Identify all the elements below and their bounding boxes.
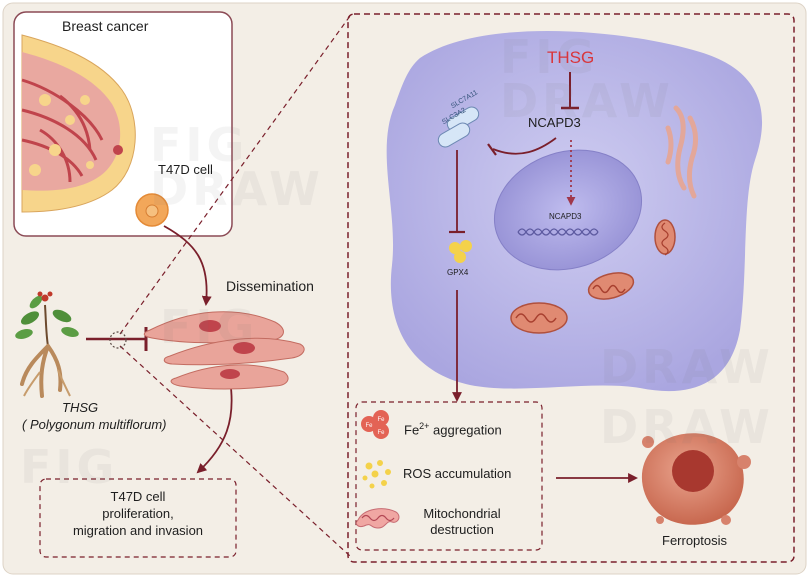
mito-line: Mitochondrial bbox=[423, 506, 501, 521]
fe-icon: Fe Fe Fe bbox=[361, 410, 389, 439]
ncapd3-inhibits-transporter bbox=[492, 137, 557, 155]
gpx4-icon bbox=[449, 240, 472, 263]
aggregation-text: aggregation bbox=[429, 422, 502, 438]
fe-text: Fe bbox=[404, 422, 420, 438]
golgi-apparatus bbox=[665, 105, 698, 199]
watermark: DRAW bbox=[600, 400, 774, 454]
mitochondria bbox=[510, 219, 676, 334]
fe-icon-text: Fe bbox=[377, 417, 385, 423]
outcome-line: migration and invasion bbox=[72, 523, 204, 538]
ferroptosis-label: Ferroptosis bbox=[662, 533, 728, 548]
outcome-box bbox=[39, 478, 237, 558]
transporter-slc7a11-slc3a2 bbox=[437, 106, 480, 148]
spindle-cancer-cells bbox=[143, 311, 305, 390]
ncapd3-gene-label: NCAPD3 bbox=[549, 212, 582, 221]
ncapd3-label: NCAPD3 bbox=[528, 115, 581, 130]
mito-line: destruction bbox=[430, 522, 494, 537]
fe-aggregation-label: Fe2+ aggregation bbox=[404, 421, 502, 437]
svg-text:Fe: Fe bbox=[377, 430, 385, 436]
outcome-line: T47D cell bbox=[110, 489, 166, 504]
plant-species-label: ( Polygonum multiflorum) bbox=[22, 417, 167, 432]
watermark: FIG bbox=[150, 118, 249, 172]
ros-accumulation-label: ROS accumulation bbox=[403, 466, 512, 481]
outcome-line: proliferation, bbox=[102, 506, 174, 521]
detail-panel bbox=[347, 13, 795, 563]
breast-cancer-inset bbox=[13, 11, 233, 237]
watermark: DRAW bbox=[500, 74, 674, 128]
t47d-to-dissemination-arrow bbox=[163, 225, 212, 306]
watermark: FIG bbox=[160, 300, 259, 354]
watermark: DRAW bbox=[150, 162, 324, 216]
fe-superscript: 2+ bbox=[419, 421, 430, 431]
gpx4-label: GPX4 bbox=[447, 268, 469, 277]
ferroptotic-cell bbox=[641, 433, 751, 525]
thsg-top-label: THSG bbox=[547, 48, 595, 67]
watermark: FIG bbox=[500, 30, 599, 84]
effects-box bbox=[355, 401, 543, 551]
thsg-plant-label: THSG bbox=[62, 400, 99, 415]
polygonum-multiflorum-plant bbox=[15, 291, 127, 398]
cells-to-outcome-arrow bbox=[196, 379, 233, 474]
watermark: DRAW bbox=[600, 340, 774, 394]
mitochondrial-destruction-label: Mitochondrial destruction bbox=[392, 506, 532, 538]
watermark: FIG bbox=[20, 440, 119, 494]
ros-icon bbox=[362, 460, 391, 489]
mitochondrial-destruction-icon bbox=[355, 508, 400, 529]
svg-text:Fe: Fe bbox=[365, 423, 373, 429]
t47d-cell-label: T47D cell bbox=[158, 162, 213, 177]
breast-cancer-label: Breast cancer bbox=[62, 18, 149, 34]
outcome-text: T47D cell proliferation, migration and i… bbox=[40, 488, 236, 539]
nucleus bbox=[493, 149, 643, 271]
dissemination-label: Dissemination bbox=[226, 278, 314, 294]
